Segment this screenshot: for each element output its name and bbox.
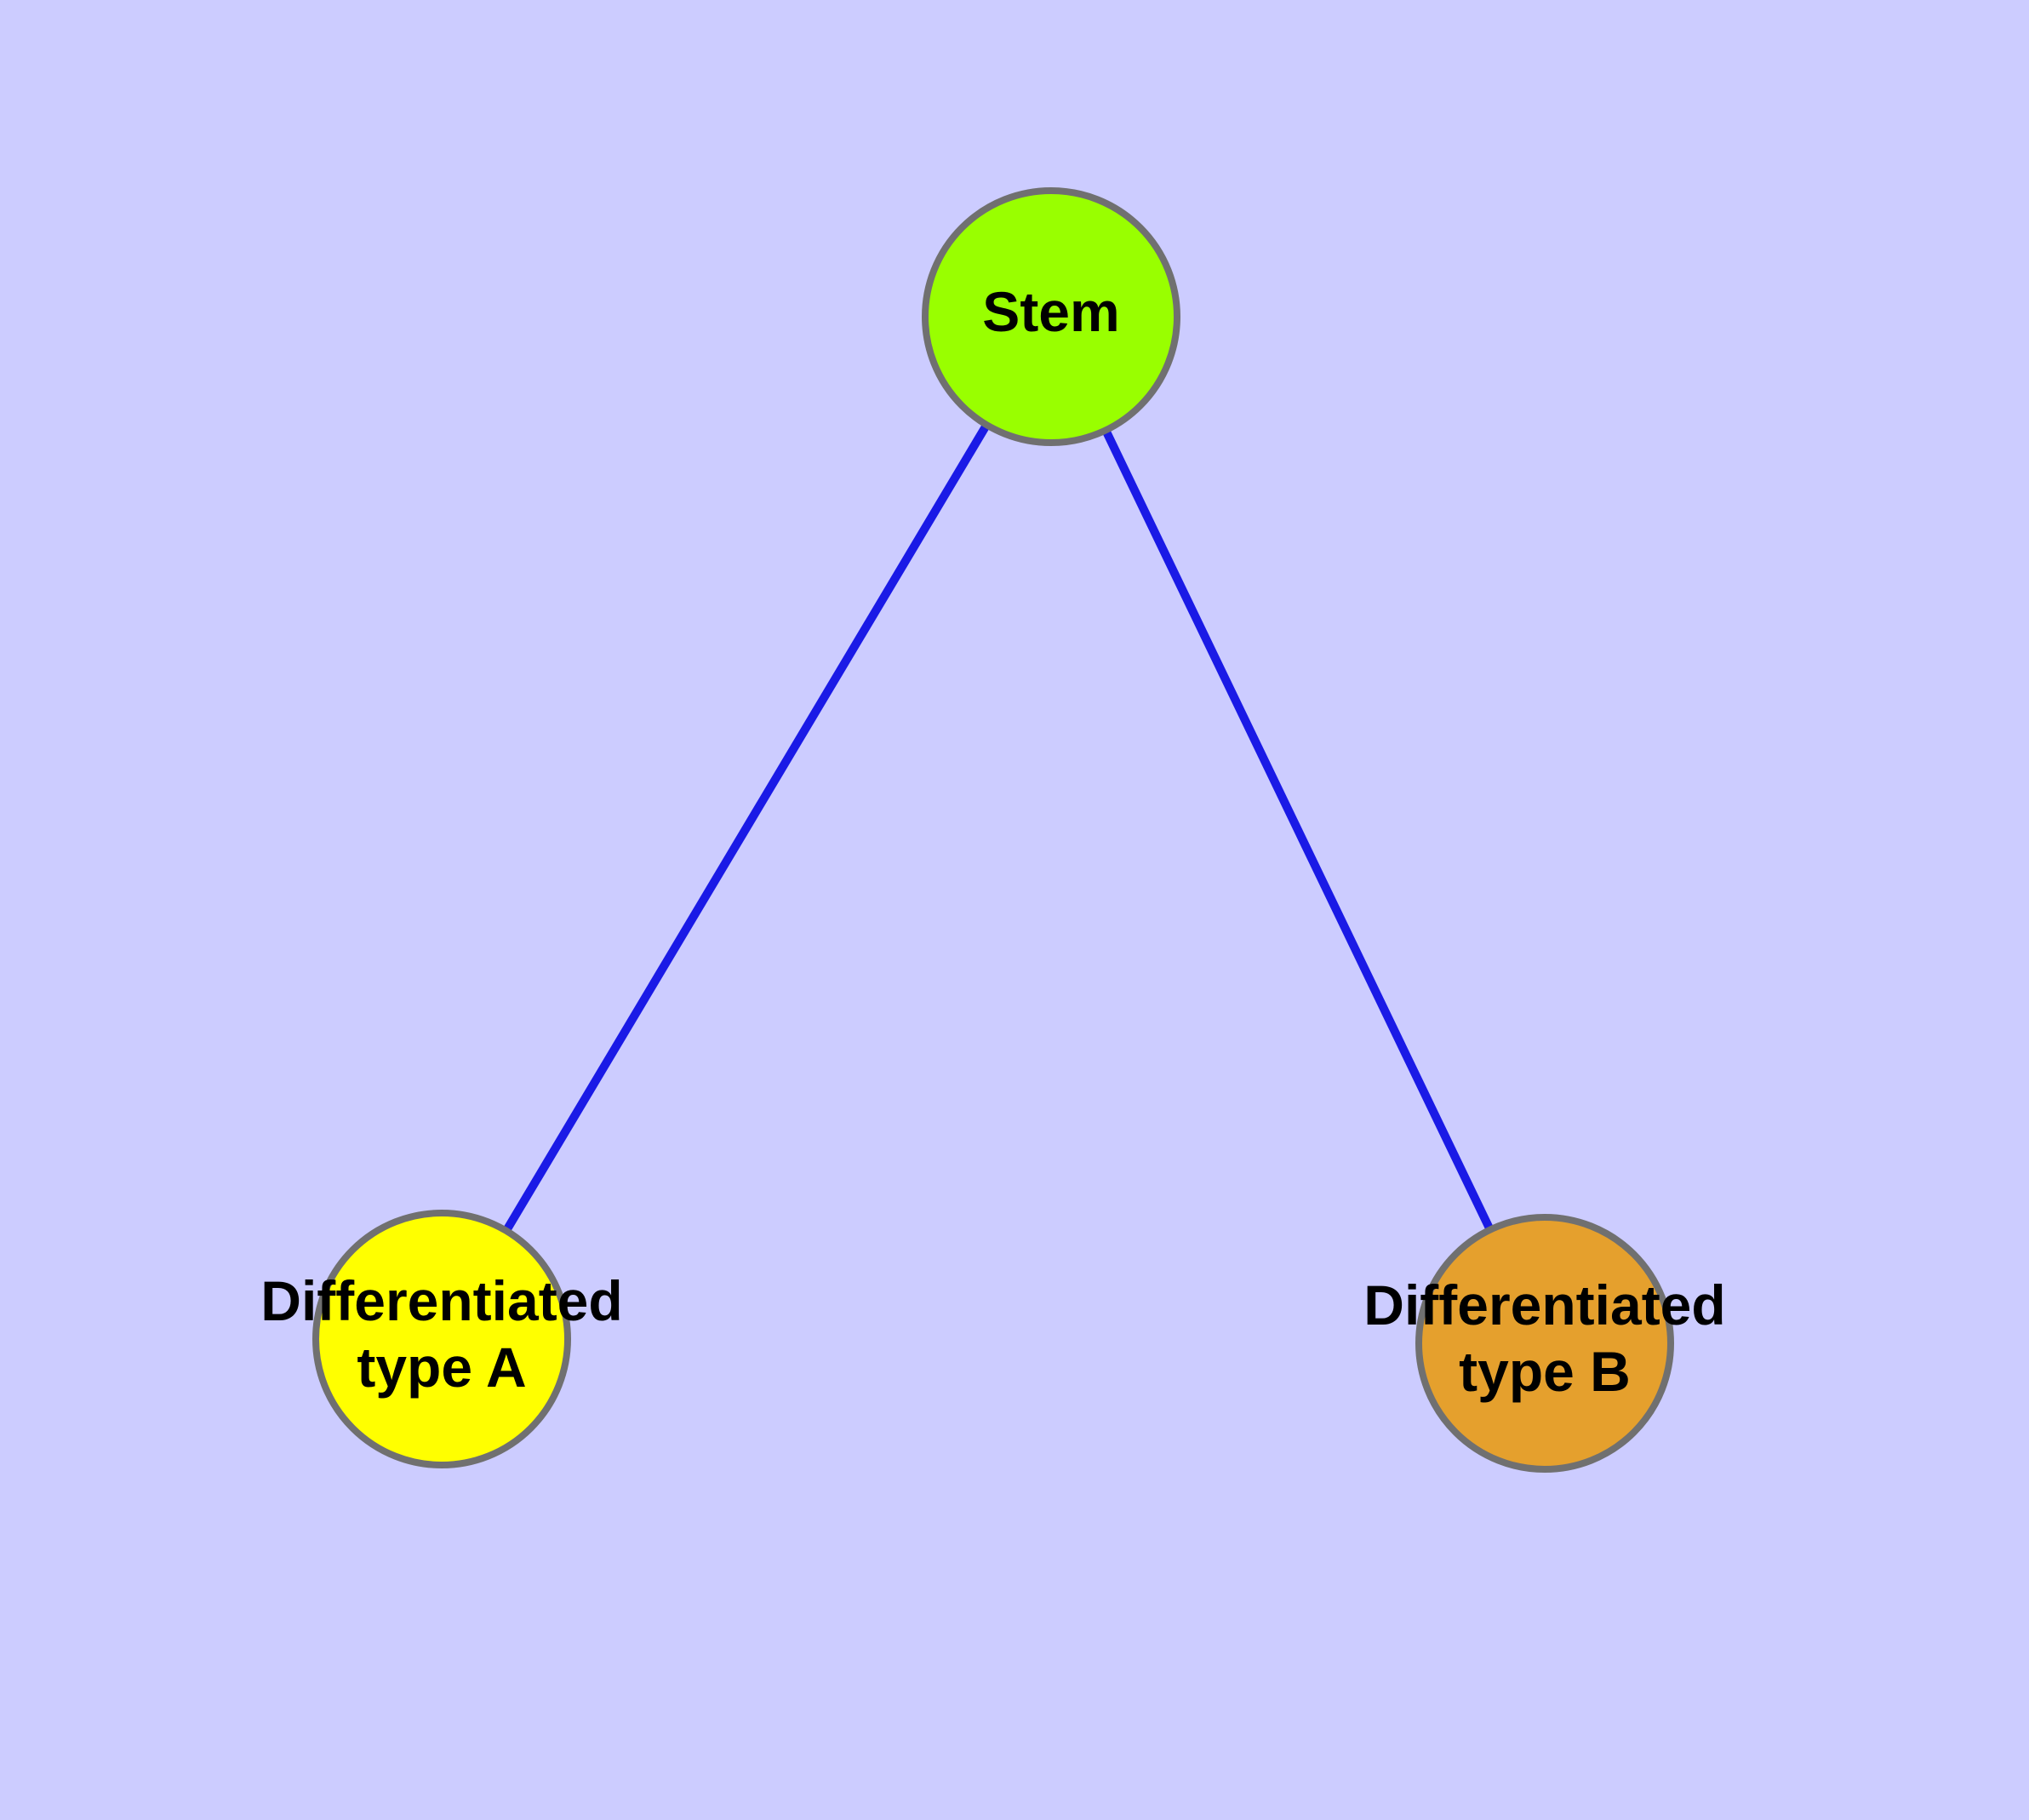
node-label-line: Stem (982, 280, 1119, 343)
node-diff_a[interactable] (312, 1210, 571, 1468)
node-label-line: Differentiated (260, 1269, 622, 1332)
edge-stem-to-diff-a (502, 422, 991, 1233)
edge-stem-to-diff-b (1101, 428, 1495, 1232)
node-stem[interactable] (922, 187, 1180, 446)
node-label-line: Differentiated (1363, 1273, 1725, 1336)
node-label-line: type B (1459, 1340, 1631, 1403)
node-label-line: type A (357, 1336, 526, 1399)
node-layer (312, 187, 1674, 1473)
node-diff_b[interactable] (1415, 1214, 1674, 1473)
edge-layer (502, 422, 1495, 1233)
node-label-stem: Stem (982, 280, 1119, 343)
